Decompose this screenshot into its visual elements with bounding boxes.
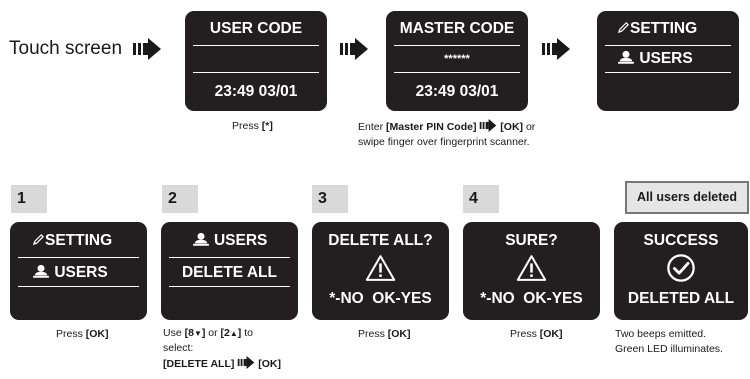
touch-screen-label: Touch screen: [9, 38, 123, 59]
key-label: [8: [184, 327, 194, 339]
key-label: [OK]: [85, 328, 109, 340]
result-badge: All users deleted: [625, 181, 749, 214]
caption-text: to: [241, 327, 253, 339]
caption-press-star: Press [*]: [232, 119, 273, 134]
masked-pin: ******: [444, 53, 470, 65]
step-number: 1: [11, 185, 47, 213]
user-icon: [32, 264, 50, 278]
menu-item-users: USERS: [161, 232, 298, 250]
key-label: ]: [237, 327, 242, 339]
key-label: [*]: [261, 120, 273, 132]
menu-label: SETTING: [45, 232, 113, 249]
caption-text: Two beeps emitted.: [615, 328, 707, 340]
caption-step4: Press [OK]: [510, 327, 563, 342]
triangle-down-icon: ▼: [193, 329, 202, 338]
caption-text: swipe finger over fingerprint scanner.: [358, 136, 530, 148]
screen-time: 23:49 03/01: [415, 83, 499, 100]
user-code-screen: USER CODE 23:49 03/01: [185, 11, 327, 111]
user-icon: [192, 232, 210, 246]
divider: [394, 72, 520, 73]
screen-title: SURE?: [505, 232, 558, 249]
caption-result: Two beeps emitted. Green LED illuminates…: [615, 327, 723, 357]
flow-arrow-icon: [542, 38, 570, 60]
user-icon: [617, 50, 635, 64]
setting-menu-screen: SETTING USERS: [597, 11, 739, 111]
flow-arrow-icon: [340, 38, 368, 60]
warning-icon: [365, 254, 396, 287]
key-label: [2: [220, 327, 230, 339]
caption-text: Press: [56, 328, 86, 340]
menu-label: USERS: [213, 232, 268, 249]
step-number: 3: [312, 185, 348, 213]
divider: [605, 72, 731, 73]
caption-step3: Press [OK]: [358, 327, 411, 342]
step1-setting-screen: SETTING USERS: [10, 222, 147, 320]
divider: [18, 286, 139, 287]
menu-item-users: USERS: [32, 264, 108, 282]
step-number: 2: [162, 185, 198, 213]
screen-options: *-NO OK-YES: [480, 290, 583, 307]
caption-enter-master: Enter [Master PIN Code] [OK] or swipe fi…: [358, 119, 535, 150]
divider: [169, 286, 290, 287]
key-label: [OK]: [500, 121, 524, 133]
caption-text: or: [205, 327, 221, 339]
step-number: 4: [463, 185, 499, 213]
screen-time: 23:49 03/01: [214, 83, 298, 100]
key-label: [OK]: [387, 328, 411, 340]
caption-step2: Use [8▼] or [2▲] to select: [DELETE ALL]…: [163, 326, 281, 372]
divider: [18, 257, 139, 258]
key-label: [OK]: [539, 328, 563, 340]
check-circle-icon: [666, 253, 696, 288]
key-label: [OK]: [258, 358, 281, 370]
caption-text: Press: [232, 120, 262, 132]
screen-title: SUCCESS: [643, 232, 719, 249]
flow-arrow-icon: [133, 38, 161, 60]
caption-text: or: [523, 121, 536, 133]
screen-title: DELETE ALL?: [328, 232, 433, 249]
success-screen: SUCCESS DELETED ALL: [614, 222, 748, 320]
caption-text: Press: [358, 328, 388, 340]
divider: [193, 45, 319, 46]
step4-sure-screen: SURE? *-NO OK-YES: [463, 222, 600, 320]
caption-step1: Press [OK]: [56, 327, 109, 342]
caption-text: select:: [163, 342, 194, 354]
divider: [394, 45, 520, 46]
step3-delete-all-screen: DELETE ALL? *-NO OK-YES: [312, 222, 449, 320]
pencil-icon: [32, 233, 45, 246]
key-label: [DELETE ALL]: [163, 358, 235, 370]
key-label: [Master PIN Code]: [386, 121, 477, 133]
warning-icon: [516, 254, 547, 287]
divider: [193, 72, 319, 73]
caption-text: Enter: [358, 121, 387, 133]
caption-text: Green LED illuminates.: [615, 343, 723, 355]
divider: [169, 257, 290, 258]
flow-arrow-icon: [479, 119, 497, 132]
menu-item-users: USERS: [617, 50, 693, 68]
menu-label: USERS: [54, 264, 108, 281]
master-code-screen: MASTER CODE ****** 23:49 03/01: [386, 11, 528, 111]
screen-message: DELETED ALL: [627, 290, 735, 307]
screen-options: *-NO OK-YES: [329, 290, 432, 307]
menu-item-setting: SETTING: [32, 232, 112, 250]
menu-item-setting: SETTING: [617, 20, 697, 38]
flow-arrow-icon: [237, 356, 255, 369]
screen-title: MASTER CODE: [399, 20, 515, 37]
caption-text: Press: [510, 328, 540, 340]
divider: [605, 45, 731, 46]
menu-item-delete-all: DELETE ALL: [181, 264, 277, 281]
caption-text: Use: [163, 327, 185, 339]
screen-title: USER CODE: [209, 20, 303, 37]
step2-users-screen: USERS DELETE ALL: [161, 222, 298, 320]
triangle-up-icon: ▲: [229, 329, 238, 338]
menu-label: SETTING: [630, 20, 698, 37]
menu-label: USERS: [639, 50, 693, 67]
pencil-icon: [617, 21, 630, 34]
key-label: ]: [201, 327, 206, 339]
